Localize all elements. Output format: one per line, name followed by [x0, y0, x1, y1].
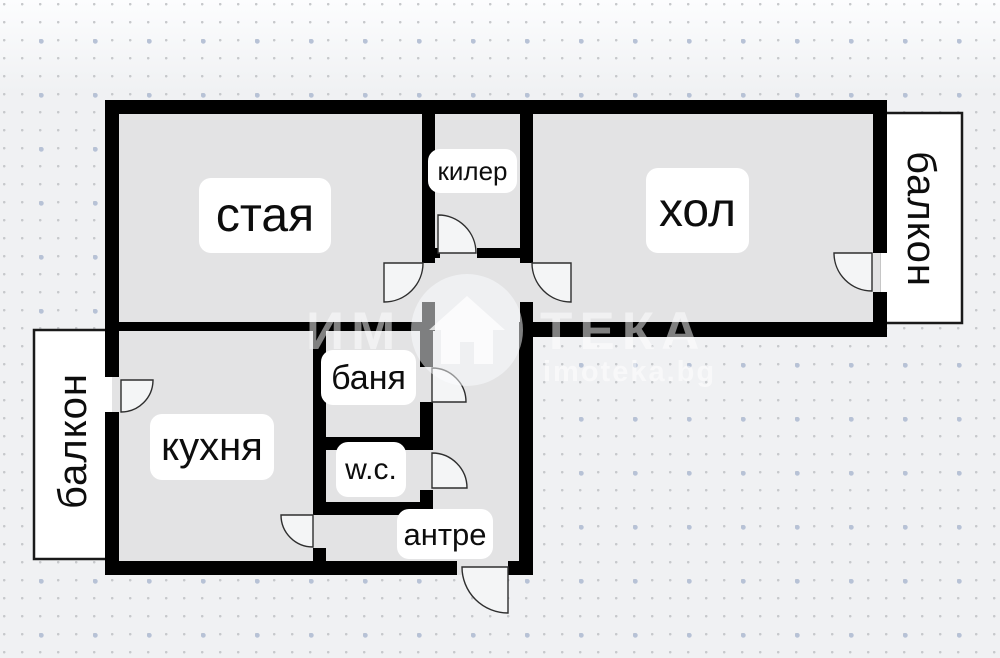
wall-banya-east-upper [420, 331, 433, 367]
door-swing-wc [431, 452, 468, 489]
balconies [32, 111, 964, 561]
room-label-balkon-right: балкон [899, 151, 943, 287]
exterior-walls [105, 100, 887, 575]
door-swing-hol-balcony [833, 252, 873, 292]
wall-right-upper [873, 100, 887, 253]
wall-kiler-bottom-right [477, 248, 533, 258]
room-label-wc: w.c. [336, 442, 406, 497]
door-swing-kuhnya [280, 514, 314, 548]
wall-left-lower [105, 412, 119, 575]
wall-kiler-east [520, 107, 533, 263]
wall-staya-bottom [105, 322, 435, 331]
room-label-hol: хол [646, 168, 749, 253]
wall-staya-door-jamb [422, 302, 435, 331]
room-label-antre: антре [397, 509, 493, 559]
wall-kuhnya-east [313, 450, 326, 515]
door-swing-entrance [461, 566, 509, 614]
door-swing-hol [531, 262, 572, 303]
door-swing-kiler [437, 214, 477, 254]
wall-left-upper [105, 100, 119, 377]
wall-kiler-bottom-left [422, 248, 440, 258]
balcony-left-box [32, 328, 116, 561]
room-label-kuhnya: кухня [150, 414, 274, 480]
wall-hol-door-jamb [520, 302, 533, 323]
wall-bottom-right [508, 561, 533, 575]
room-label-staya: стая [199, 178, 331, 253]
wall-banya-east-lower [420, 402, 433, 437]
wall-antre-east [519, 322, 533, 575]
room-label-banya: баня [321, 350, 416, 405]
room-label-kiler: килер [428, 149, 517, 193]
room-label-balkon-left: балкон [51, 373, 95, 509]
wall-hol-bottom [519, 322, 887, 337]
wall-bottom-left [105, 561, 457, 575]
door-swing-kuhnya-balcony [120, 379, 154, 413]
wall-kuhnya-door-jamb [313, 548, 326, 575]
balcony-right-box [877, 111, 964, 325]
wall-top [105, 100, 887, 114]
